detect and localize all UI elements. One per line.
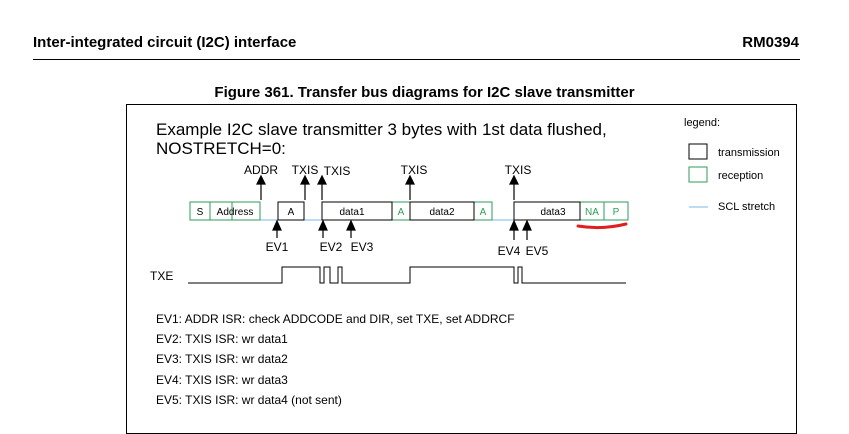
legend-scl-stretch-label: SCL stretch — [718, 201, 775, 213]
note-ev5: EV5: TXIS ISR: wr data4 (not sent) — [156, 393, 342, 407]
example-title-line1: Example I2C slave transmitter 3 bytes wi… — [156, 120, 607, 139]
figure-caption: Figure 361. Transfer bus diagrams for I2… — [214, 84, 635, 101]
label-txis-3: TXIS — [401, 163, 428, 177]
ev2-arrowhead — [318, 219, 328, 231]
legend-title: legend: — [684, 117, 720, 129]
event-arrows — [272, 219, 532, 240]
txis4-arrowhead — [509, 174, 519, 185]
txis2-arrowhead — [317, 174, 327, 185]
cell-a3-label: A — [480, 207, 487, 218]
top-arrows — [256, 174, 519, 200]
legend-transmission-label: transmission — [718, 147, 780, 159]
note-ev1: EV1: ADDR ISR: check ADDCODE and DIR, se… — [156, 312, 515, 326]
legend-reception-label: reception — [718, 170, 763, 182]
note-ev2: EV2: TXIS ISR: wr data1 — [156, 332, 288, 346]
label-txis-2: TXIS — [324, 164, 351, 178]
label-txis-4: TXIS — [505, 163, 532, 177]
header-rule — [33, 59, 800, 60]
legend-reception-swatch — [688, 166, 708, 183]
ev3-arrowhead — [346, 219, 356, 231]
event-ev1: EV1 — [266, 240, 289, 254]
cell-p-label: P — [613, 207, 620, 218]
cell-s-label: S — [197, 207, 204, 218]
cell-address — [209, 201, 261, 221]
cell-data2 — [409, 201, 475, 221]
red-underline-annotation — [576, 222, 628, 230]
ev5-arrowhead — [522, 219, 532, 231]
note-ev4: EV4: TXIS ISR: wr data3 — [156, 373, 288, 387]
ev1-arrowhead — [272, 219, 282, 231]
cell-p — [603, 201, 629, 221]
cell-data2-label: data2 — [429, 207, 454, 218]
legend-transmission-swatch — [688, 143, 708, 160]
section-title: Inter-integrated circuit (I2C) interface — [33, 34, 297, 51]
label-txis-1: TXIS — [292, 163, 319, 177]
event-ev5: EV5 — [526, 244, 549, 258]
document-id: RM0394 — [742, 34, 799, 51]
ev4-arrowhead — [509, 219, 519, 231]
example-title-line2: NOSTRETCH=0: — [156, 139, 286, 158]
cell-data3-label: data3 — [540, 207, 565, 218]
cell-address-label: Address — [217, 207, 254, 218]
cell-a2-label: A — [398, 207, 405, 218]
event-ev4: EV4 — [498, 244, 521, 258]
cell-na-label: NA — [585, 207, 599, 218]
note-ev3: EV3: TXIS ISR: wr data2 — [156, 352, 288, 366]
txis3-arrowhead — [405, 174, 415, 185]
cell-data3 — [513, 201, 581, 221]
event-ev2: EV2 — [320, 240, 343, 254]
signal-txe-waveform — [188, 266, 626, 284]
txis1-arrowhead — [300, 174, 310, 185]
label-addr: ADDR — [244, 163, 278, 177]
cell-a1-label: A — [288, 207, 295, 218]
cell-data1 — [321, 201, 393, 221]
cell-a1 — [277, 201, 305, 221]
addr-arrowhead — [256, 174, 266, 185]
cell-data1-label: data1 — [339, 207, 364, 218]
signal-txe-label: TXE — [150, 269, 173, 283]
event-ev3: EV3 — [351, 240, 374, 254]
